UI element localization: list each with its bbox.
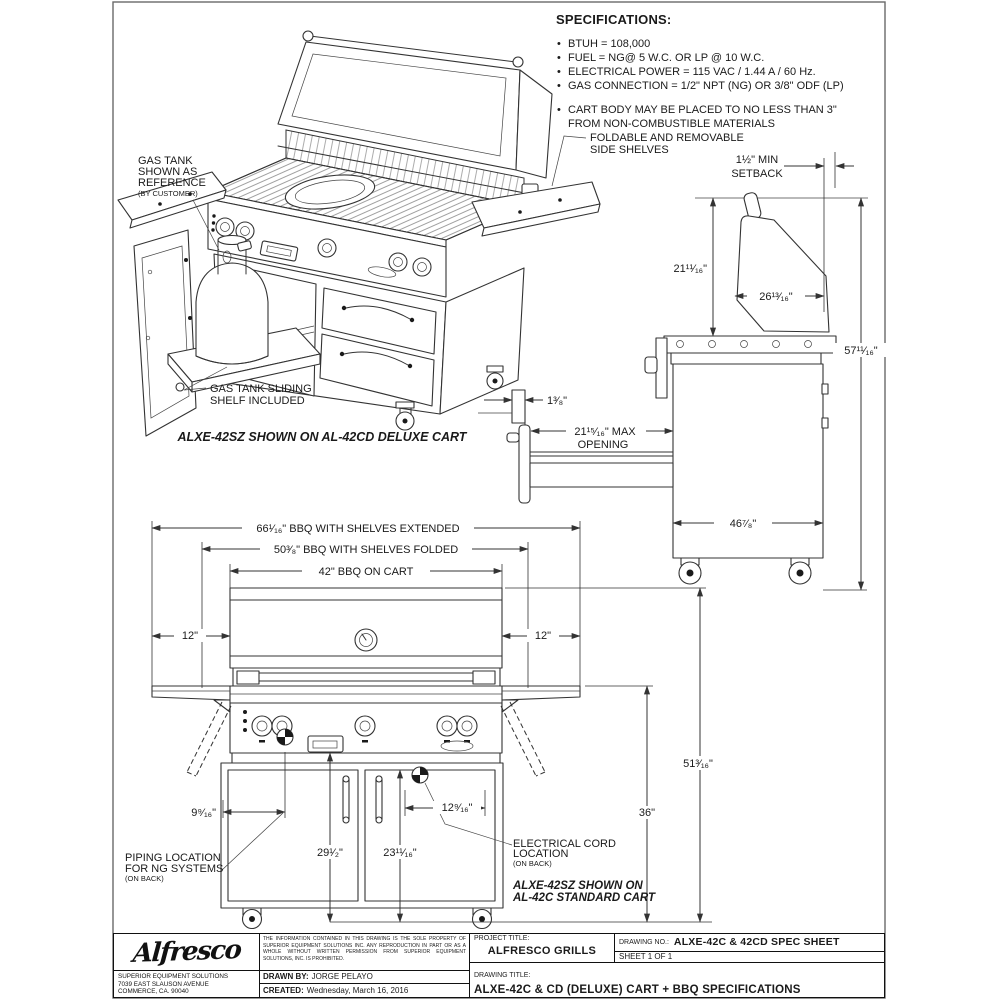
dim-hood-depth: 26¹³⁄₁₆" — [759, 291, 793, 303]
alfresco-badge — [367, 266, 397, 278]
leader-foldable-shelves — [551, 135, 587, 187]
front-view-labels: PIPING LOCATION FOR NG SYSTEMS (ON BACK)… — [125, 838, 656, 904]
piping-location-label: PIPING LOCATION — [125, 852, 221, 864]
company-address: SUPERIOR EQUIPMENT SOLUTIONS 7039 EAST S… — [118, 973, 229, 995]
svg-text:(BY CUSTOMER): (BY CUSTOMER) — [138, 189, 198, 198]
dim-cart-height: 36" — [639, 807, 655, 819]
front-view-dimensions: 66¹⁄₁₆" BBQ WITH SHELVES EXTENDED 50³⁄₈"… — [151, 521, 725, 923]
front-control-knobs — [243, 710, 478, 743]
piping-location-symbol — [276, 728, 294, 746]
alfresco-badge-front — [440, 740, 474, 752]
side-view-drawing — [478, 192, 868, 585]
drawing-title: ALXE-42C & CD (DELUXE) CART + BBQ SPECIF… — [474, 984, 801, 996]
leader-sliding-shelf — [183, 366, 228, 391]
project-title: ALFRESCO GRILLS — [487, 945, 597, 957]
front-view-drawing — [151, 587, 581, 930]
dim-hood-height: 21¹¹⁄₁₆" — [674, 263, 708, 275]
svg-text:AL-42C STANDARD CART: AL-42C STANDARD CART — [512, 892, 656, 904]
isometric-view-drawing — [117, 30, 601, 437]
iso-open-door — [133, 229, 197, 437]
iso-propane-tank — [195, 234, 269, 365]
spec-item: BTUH = 108,000 — [556, 37, 886, 51]
leader-cord — [424, 782, 513, 846]
front-caption: ALXE-42SZ SHOWN ON — [512, 880, 643, 892]
dim-cart-depth: 46⁷⁄₈" — [730, 518, 757, 530]
iso-cart-drawers — [319, 287, 437, 407]
leader-gas-tank — [192, 199, 220, 251]
iso-caption: ALXE-42SZ SHOWN ON AL-42CD DELUXE CART — [177, 430, 468, 444]
dim-setback: 1½" MIN — [736, 154, 778, 166]
dim-max-opening: 21¹⁵⁄₁₆" MAX — [574, 426, 636, 438]
project-title-cell: PROJECT TITLE: ALFRESCO GRILLS — [470, 934, 614, 962]
dim-extended-width: 66¹⁄₁₆" BBQ WITH SHELVES EXTENDED — [256, 523, 459, 535]
front-door-handles — [342, 775, 383, 824]
dim-handle-height: 29¹⁄₂" — [317, 847, 343, 859]
svg-text:(ON BACK): (ON BACK) — [125, 874, 164, 883]
dim-cord-offset: 12⁹⁄₁₆" — [442, 802, 473, 814]
dim-lip: 1³⁄₈" — [547, 395, 567, 407]
svg-text:OPENING: OPENING — [578, 439, 629, 451]
created-row: CREATED: Wednesday, March 16, 2016 — [263, 985, 409, 995]
side-view-dimensions: 1½" MIN SETBACK 21¹¹⁄₁₆" 26¹³⁄₁₆" 57¹¹⁄₁… — [484, 152, 889, 591]
svg-text:SIDE SHELVES: SIDE SHELVES — [590, 144, 669, 156]
alfresco-logo: Alfresco — [131, 935, 242, 970]
title-block-right-cell: PROJECT TITLE: ALFRESCO GRILLS DRAWING N… — [469, 934, 884, 997]
dim-total-height-side: 57¹¹⁄₁₆" — [844, 345, 878, 357]
dim-piping-offset: 9⁹⁄₁₆" — [191, 807, 216, 819]
specifications-block: SPECIFICATIONS: BTUH = 108,000 FUEL = NG… — [556, 12, 886, 131]
electrical-cord-label: ELECTRICAL CORD — [513, 838, 616, 850]
svg-text:FOR NG SYSTEMS: FOR NG SYSTEMS — [125, 863, 223, 875]
svg-text:REFERENCE: REFERENCE — [138, 177, 206, 189]
spec-note: CART BODY MAY BE PLACED TO NO LESS THAN … — [556, 103, 886, 117]
iso-control-knobs — [211, 214, 432, 277]
svg-text:(ON BACK): (ON BACK) — [513, 859, 552, 868]
dim-folded-width: 50³⁄₈" BBQ WITH SHELVES FOLDED — [274, 544, 458, 556]
dim-shelf-left: 12" — [182, 630, 198, 642]
dim-door-height: 23¹¹⁄₁₆" — [383, 847, 417, 859]
drawn-by-row: DRAWN BY: JORGE PELAYO — [260, 971, 469, 984]
drawing-title-cell: DRAWING TITLE: ALXE-42C & CD (DELUXE) CA… — [470, 963, 884, 997]
drawing-number: ALXE-42C & 42CD SPEC SHEET — [673, 936, 840, 949]
thermometer — [354, 628, 378, 652]
dim-shelf-right: 12" — [535, 630, 551, 642]
svg-text:SHELF INCLUDED: SHELF INCLUDED — [210, 395, 305, 407]
spec-item: GAS CONNECTION = 1/2" NPT (NG) OR 3/8" O… — [556, 79, 886, 93]
isometric-view-labels: GAS TANK SHOWN AS REFERENCE (BY CUSTOMER… — [138, 132, 744, 444]
electrical-cord-symbol — [411, 766, 429, 784]
leader-piping — [221, 812, 284, 871]
drawing-no-cell: DRAWING NO.: ALXE-42C & 42CD SPEC SHEET … — [614, 934, 884, 962]
specifications-title: SPECIFICATIONS: — [556, 12, 672, 27]
dim-total-height-front: 51³⁄₁₆" — [683, 758, 713, 770]
spec-item: ELECTRICAL POWER = 115 VAC / 1.44 A / 60… — [556, 65, 886, 79]
sheet-number: SHEET 1 OF 1 — [619, 952, 673, 962]
iso-casters — [395, 365, 504, 431]
gas-tank-label: GAS TANK — [138, 155, 193, 167]
front-side-shelves — [151, 685, 581, 777]
sheet-border-frame — [112, 1, 886, 999]
legal-notice: THE INFORMATION CONTAINED IN THIS DRAWIN… — [260, 934, 469, 971]
spec-item: FUEL = NG@ 5 W.C. OR LP @ 10 W.C. — [556, 51, 886, 65]
dim-cart-width: 42" BBQ ON CART — [319, 566, 414, 578]
front-casters — [241, 907, 493, 930]
svg-text:SHOWN AS: SHOWN AS — [138, 166, 197, 178]
title-block: Alfresco SUPERIOR EQUIPMENT SOLUTIONS 70… — [113, 933, 885, 998]
iso-side-shelves — [117, 171, 601, 237]
title-block-logo-cell: Alfresco SUPERIOR EQUIPMENT SOLUTIONS 70… — [114, 934, 259, 997]
svg-text:LOCATION: LOCATION — [513, 848, 568, 860]
title-block-middle-cell: THE INFORMATION CONTAINED IN THIS DRAWIN… — [259, 934, 469, 997]
iso-drip-tray-handle — [259, 240, 299, 262]
svg-text:SETBACK: SETBACK — [731, 168, 783, 180]
sliding-shelf-label: GAS TANK SLIDING — [210, 383, 312, 395]
foldable-shelves-label: FOLDABLE AND REMOVABLE — [590, 132, 744, 144]
